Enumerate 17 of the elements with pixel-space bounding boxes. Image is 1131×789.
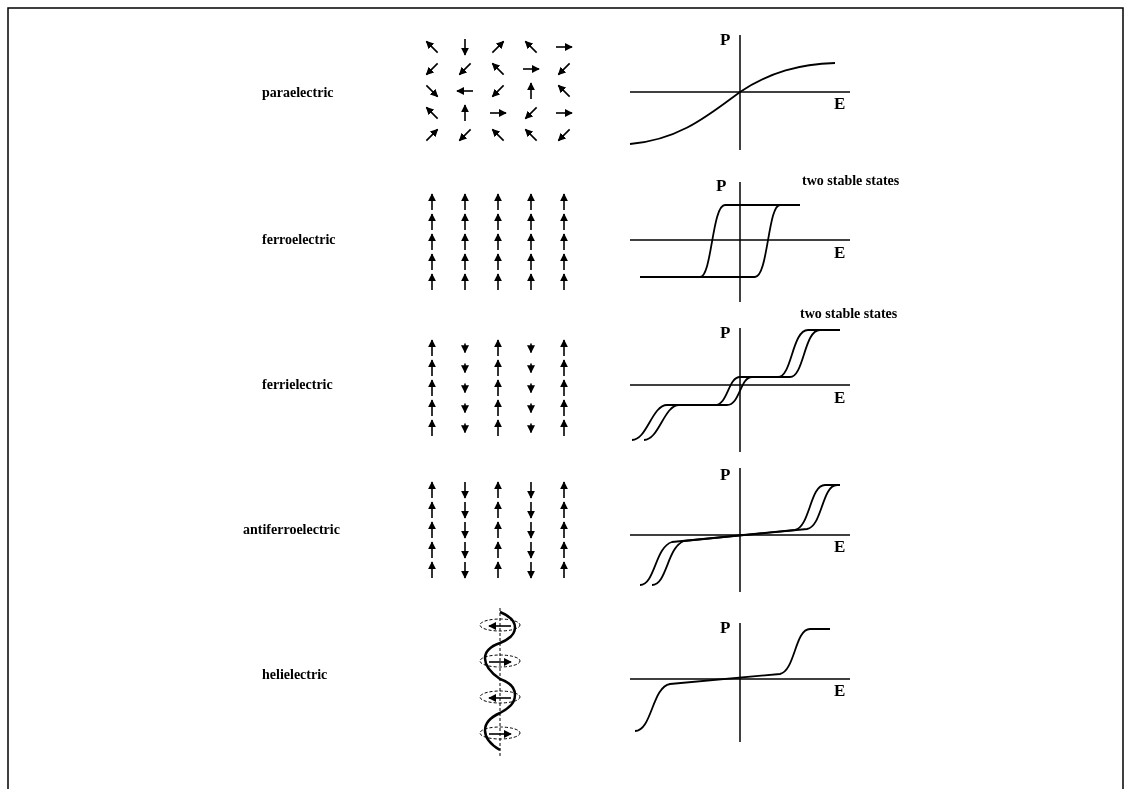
axis-label: E xyxy=(834,539,846,555)
annotation-text: two stable states xyxy=(800,306,898,322)
axis-label: P xyxy=(720,467,731,483)
annotation-text: two stable states xyxy=(802,173,900,189)
state-name: helielectric xyxy=(262,667,328,683)
state-name: antiferroelectric xyxy=(243,522,340,538)
axis-label: P xyxy=(720,325,731,341)
axis-label: P xyxy=(716,178,727,194)
axis-label: E xyxy=(834,390,846,406)
axis-label: E xyxy=(834,96,846,112)
state-name: paraelectric xyxy=(262,85,334,101)
axis-label: E xyxy=(834,245,846,261)
axis-label: P xyxy=(720,620,731,636)
axis-label: P xyxy=(720,32,731,48)
state-name: ferrielectric xyxy=(262,377,333,393)
axis-label: E xyxy=(834,683,846,699)
state-name: ferroelectric xyxy=(262,232,336,248)
